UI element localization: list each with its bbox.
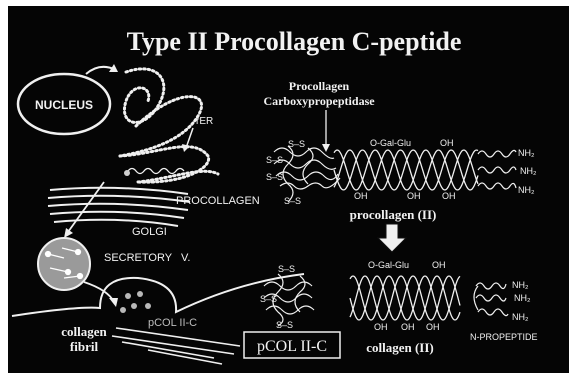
bottom-nh2-1: NH₂ bbox=[512, 280, 529, 290]
top-ss-top: S–S bbox=[288, 139, 305, 149]
top-nh2-2: NH₂ bbox=[520, 166, 537, 176]
bottom-nh2-2: NH₂ bbox=[514, 293, 531, 303]
bottom-oh-top: OH bbox=[432, 260, 446, 270]
bottom-oh-bottom2: OH bbox=[401, 322, 415, 332]
pcol-box-label: pCOL II-C bbox=[257, 338, 327, 355]
top-oh-top: OH bbox=[440, 138, 454, 148]
slide: Type II Procollagen C-peptide NUCLEUS rE… bbox=[8, 6, 569, 373]
bottom-triple-helix bbox=[350, 276, 460, 320]
enzyme-arrowhead bbox=[322, 144, 330, 152]
er-ribosome bbox=[124, 170, 130, 176]
npropeptide-label: N-PROPEPTIDE bbox=[470, 332, 538, 342]
bottom-n-propeptide bbox=[474, 283, 508, 316]
top-oh-bottom1: OH bbox=[354, 191, 368, 201]
top-oh-bottom2: OH bbox=[407, 191, 421, 201]
top-n-propeptide bbox=[478, 150, 516, 189]
collagen-fibril bbox=[112, 328, 240, 364]
top-nh2-1: NH₂ bbox=[518, 148, 535, 158]
diagram-canvas: Type II Procollagen C-peptide NUCLEUS rE… bbox=[8, 6, 569, 373]
bottom-ss-left: S–S bbox=[260, 294, 277, 304]
top-triple-helix bbox=[334, 150, 478, 190]
fibril-label-line2: fibril bbox=[70, 339, 99, 354]
top-ss-bottom: S–S bbox=[284, 196, 301, 206]
golgi-to-vesicle-arrow bbox=[68, 182, 104, 232]
top-ss-left2: S–S bbox=[266, 172, 283, 182]
bottom-sugar-label: O-Gal-Glu bbox=[368, 260, 409, 270]
slide-title: Type II Procollagen C-peptide bbox=[127, 27, 462, 56]
top-c-propeptide bbox=[274, 146, 340, 202]
bottom-ss-bottom: S–S bbox=[276, 320, 293, 330]
fibril-label-line1: collagen bbox=[61, 324, 107, 339]
er-procollagen-coil bbox=[128, 169, 184, 174]
secretory-label: SECRETORY V. bbox=[104, 252, 190, 264]
nucleus-label: NUCLEUS bbox=[35, 98, 93, 112]
procollagen-label: PROCOLLAGEN bbox=[176, 195, 260, 207]
helix-strand bbox=[334, 150, 478, 190]
enzyme-label-line1: Procollagen bbox=[289, 79, 350, 93]
molecule-panel: Procollagen Carboxypropeptidase S–S S–S … bbox=[244, 79, 538, 358]
golgi-label: GOLGI bbox=[132, 226, 167, 238]
released-pcol-dots bbox=[120, 291, 151, 313]
bottom-oh-bottom1: OH bbox=[374, 322, 388, 332]
top-nh2-3: NH₂ bbox=[518, 185, 535, 195]
secretory-vesicle bbox=[38, 238, 90, 290]
golgi-to-vesicle-arrowhead bbox=[64, 228, 73, 238]
bottom-oh-bottom3: OH bbox=[426, 322, 440, 332]
rer-label: rER bbox=[196, 116, 213, 127]
enzyme-label-line2: Carboxypropeptidase bbox=[263, 94, 375, 108]
top-sugar-label: O-Gal-Glu bbox=[370, 138, 411, 148]
top-oh-bottom3: OH bbox=[442, 191, 456, 201]
pcol-label: pCOL II-C bbox=[148, 317, 197, 329]
top-ss-left1: S–S bbox=[266, 155, 283, 165]
vesicle-to-membrane-arrowhead bbox=[109, 298, 118, 307]
top-caption: procollagen (II) bbox=[350, 207, 437, 222]
golgi-stack bbox=[48, 188, 190, 226]
bottom-ss-top: S–S bbox=[278, 264, 295, 274]
bottom-caption: collagen (II) bbox=[366, 340, 434, 355]
cell-panel: NUCLEUS rER PROCOLLAGEN GOLGI bbox=[12, 64, 304, 364]
conversion-arrow bbox=[378, 224, 406, 252]
bottom-nh2-3: NH₂ bbox=[512, 312, 529, 322]
